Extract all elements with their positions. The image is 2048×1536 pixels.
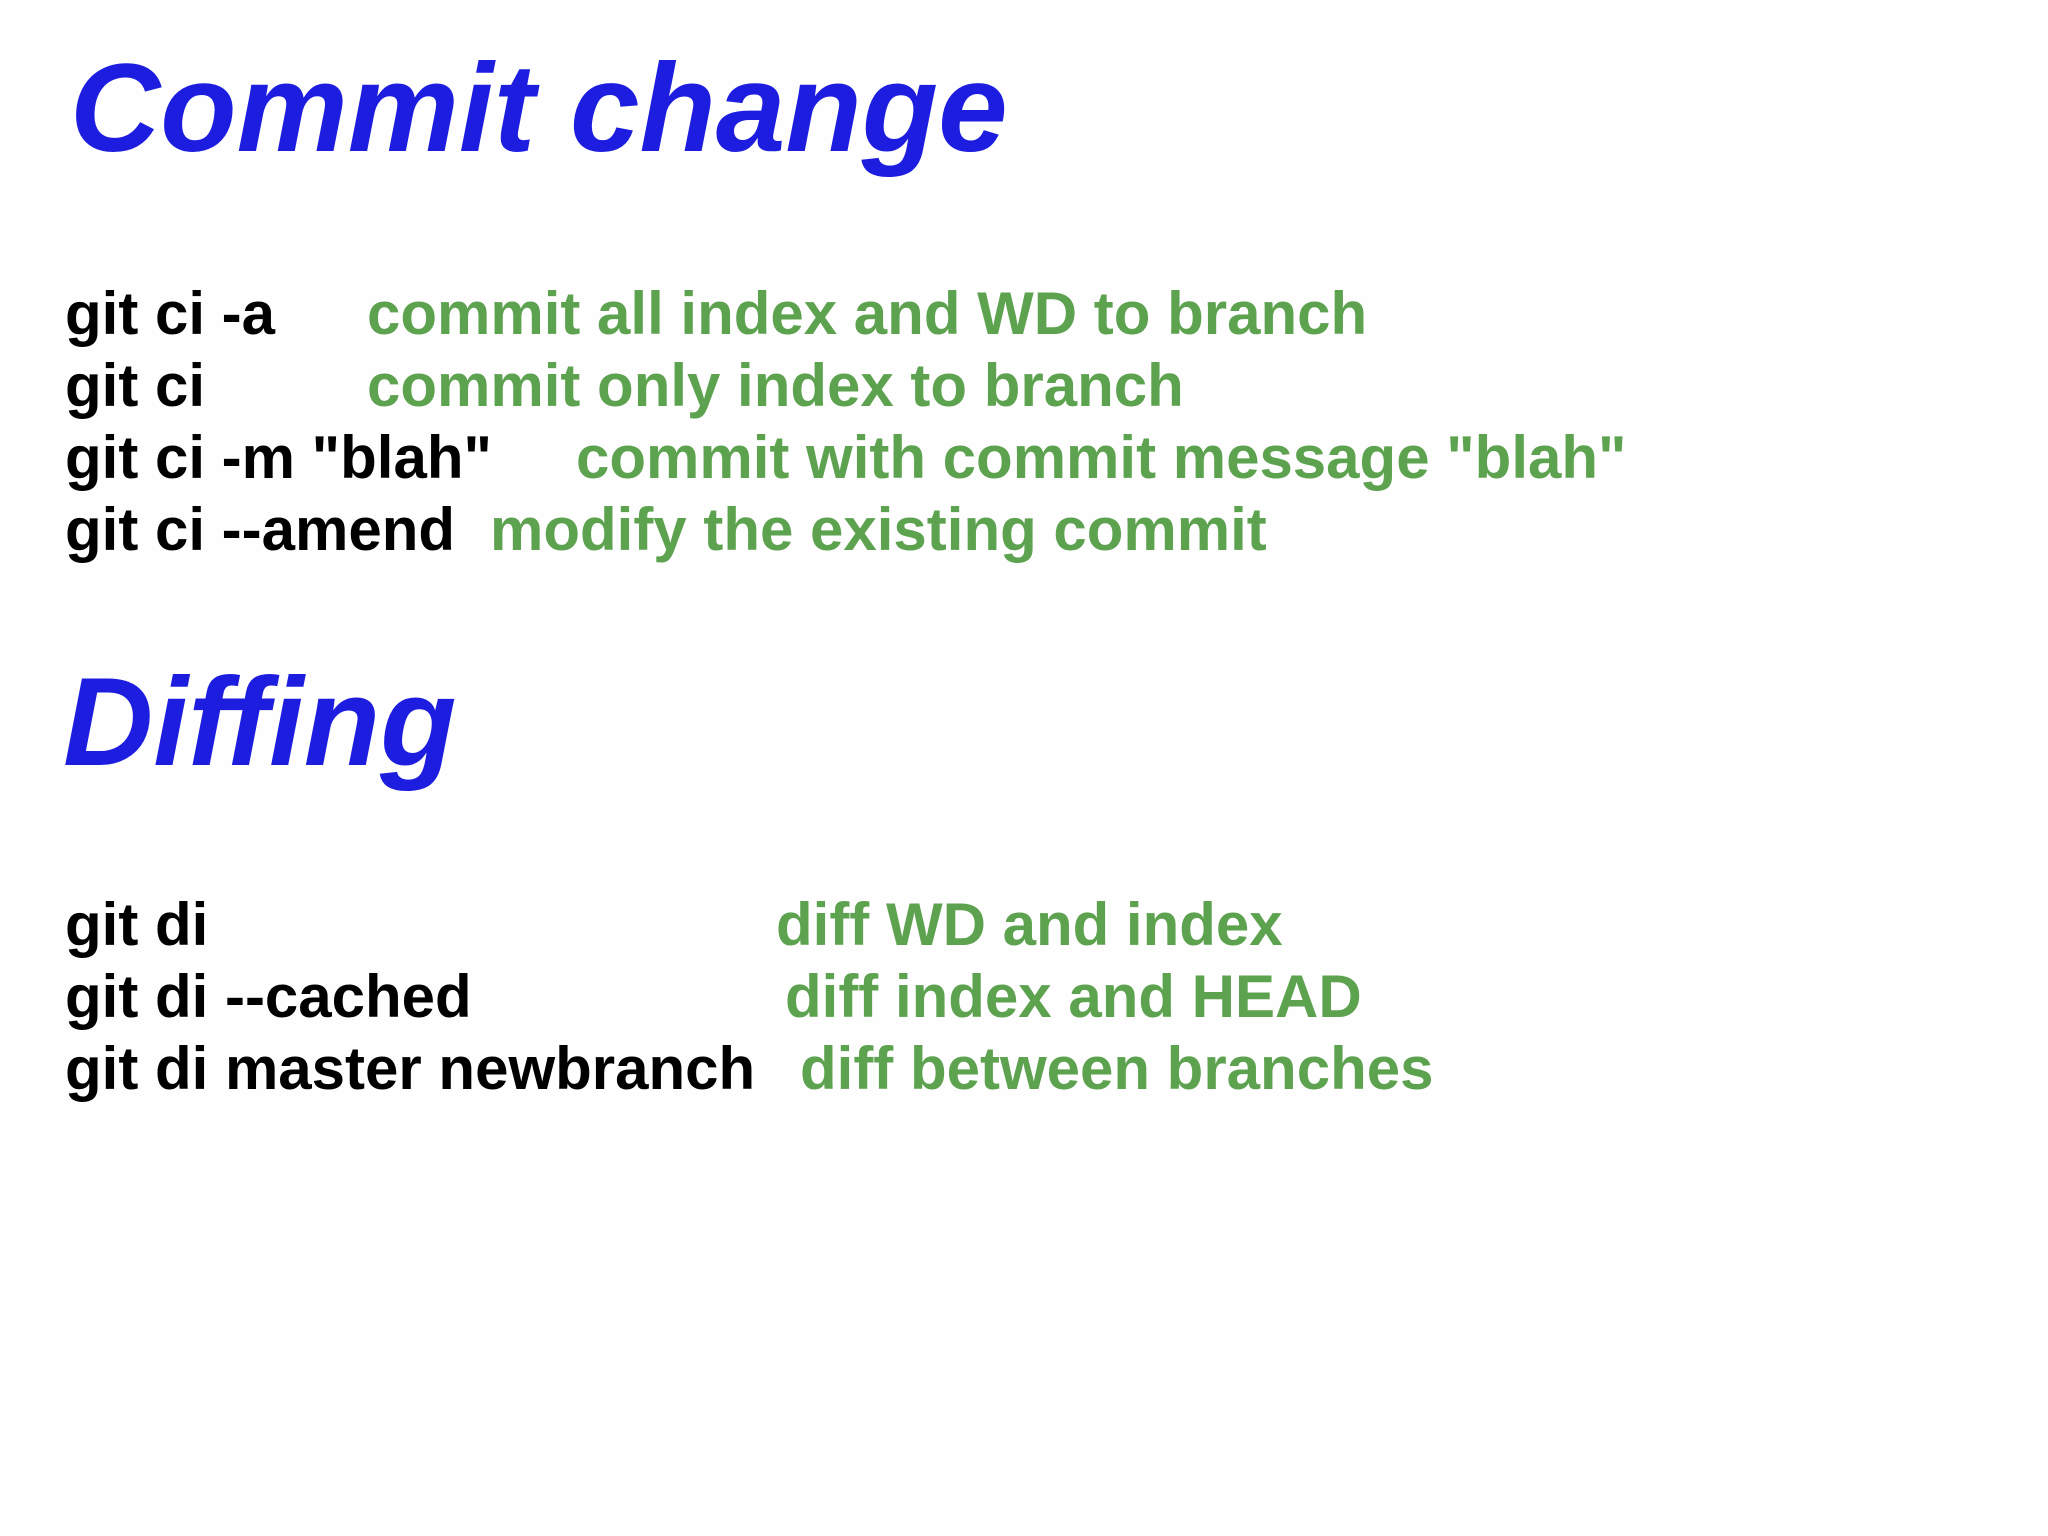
description-text: diff index and HEAD	[785, 963, 1362, 1030]
description-text: commit only index to branch	[367, 352, 1184, 419]
command-line: git ci -m "blah" commit with commit mess…	[65, 422, 2048, 494]
command-text: git ci	[65, 352, 206, 419]
command-text: git ci -m "blah"	[65, 424, 492, 491]
description-text: diff WD and index	[776, 891, 1283, 958]
command-text: git ci -a	[65, 280, 276, 347]
command-text: git di	[65, 891, 209, 958]
command-line: git di master newbranch diff between bra…	[65, 1033, 2048, 1105]
section-title-commit-change: Commit change	[70, 39, 1008, 178]
command-line: git ci -a commit all index and WD to bra…	[65, 278, 2048, 350]
description-text: modify the existing commit	[490, 496, 1267, 563]
diffing-commands-block: git di diff WD and index git di --cached…	[65, 889, 2048, 1105]
description-text: diff between branches	[800, 1035, 1434, 1102]
command-line: git ci commit only index to branch	[65, 350, 2048, 422]
description-text: commit with commit message "blah"	[576, 424, 1627, 491]
command-line: git di diff WD and index	[65, 889, 2048, 961]
commit-commands-block: git ci -a commit all index and WD to bra…	[65, 278, 2048, 566]
command-text: git di master newbranch	[65, 1035, 756, 1102]
section-title-diffing: Diffing	[63, 653, 457, 792]
command-line: git ci --amend modify the existing commi…	[65, 494, 2048, 566]
command-text: git di --cached	[65, 963, 472, 1030]
description-text: commit all index and WD to branch	[367, 280, 1368, 347]
command-text: git ci --amend	[65, 496, 456, 563]
command-line: git di --cached diff index and HEAD	[65, 961, 2048, 1033]
